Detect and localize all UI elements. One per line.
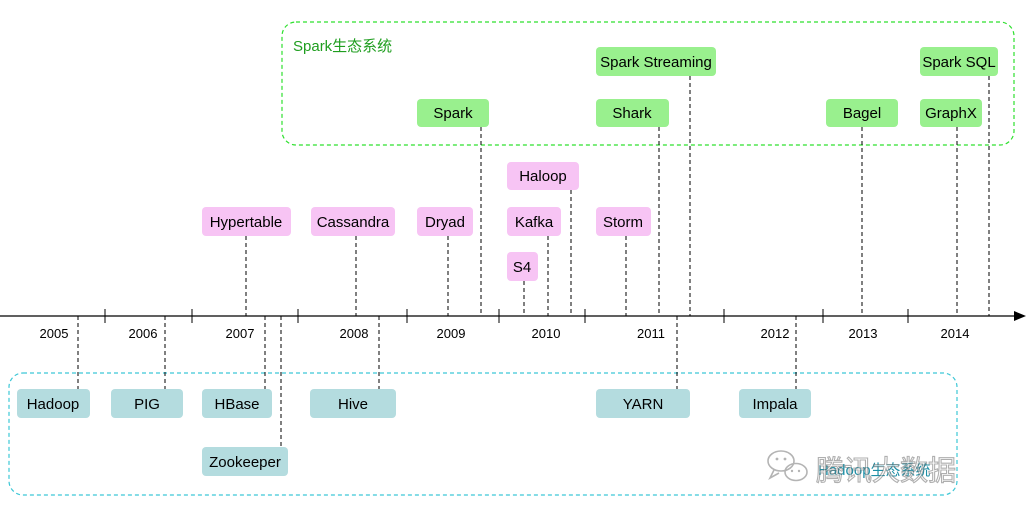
project-label: Shark [612,105,652,122]
project-shark: Shark [596,99,669,127]
project-box [310,389,396,418]
hadoop-projects: Hadoop PIG HBase Hive Zookeeper YARN Imp… [17,389,811,476]
project-spark-streaming: Spark Streaming [596,47,716,76]
project-label: Zookeeper [209,454,281,471]
project-label: Bagel [843,105,881,122]
project-storm: Storm [596,207,651,236]
chat-bubble-icon [767,450,808,482]
spark-ecosystem-label: Spark生态系统 [293,38,392,55]
project-box [596,207,651,236]
project-box [417,99,489,127]
project-box [920,47,998,76]
project-box [111,389,183,418]
watermark: 腾讯大数据 [767,450,957,487]
hadoop-ecosystem-frame [8,372,958,496]
year-label-2012: 2012 [761,326,790,341]
hadoop-ecosystem-label: Hadoop生态系统 [818,462,931,479]
year-label-2010: 2010 [532,326,561,341]
project-s4: S4 [507,252,538,281]
year-labels: 2005 2006 2007 2008 2009 2010 2011 2012 … [40,326,970,341]
project-dryad: Dryad [417,207,473,236]
project-spark-sql: Spark SQL [920,47,998,76]
project-box [507,162,579,190]
project-label: Cassandra [317,214,390,231]
project-label: S4 [513,259,531,276]
project-label: Spark SQL [922,54,995,71]
project-box [507,252,538,281]
project-label: Impala [752,396,798,413]
axis-ticks [104,309,909,323]
project-box [596,389,690,418]
project-impala: Impala [739,389,811,418]
project-box [17,389,90,418]
project-haloop: Haloop [507,162,579,190]
year-label-2008: 2008 [340,326,369,341]
project-yarn: YARN [596,389,690,418]
year-label-2013: 2013 [849,326,878,341]
project-box [202,447,288,476]
project-box [596,99,669,127]
project-kafka: Kafka [507,207,561,236]
project-box [202,389,272,418]
year-label-2005: 2005 [40,326,69,341]
project-hbase: HBase [202,389,272,418]
project-box [826,99,898,127]
other-projects: Hypertable Cassandra Dryad Haloop Kafka … [202,162,651,281]
year-label-2014: 2014 [941,326,970,341]
year-label-2007: 2007 [226,326,255,341]
project-label: HBase [214,396,259,413]
project-label: Spark [433,105,473,122]
project-box [739,389,811,418]
project-box [596,47,716,76]
project-bagel: Bagel [826,99,898,127]
project-hive: Hive [310,389,396,418]
project-label: Haloop [519,168,567,185]
project-box [507,207,561,236]
project-cassandra: Cassandra [311,207,395,236]
year-label-2011: 2011 [637,326,665,341]
project-pig: PIG [111,389,183,418]
project-box [202,207,291,236]
project-label: Spark Streaming [600,54,712,71]
project-graphx: GraphX [920,99,982,127]
project-box [920,99,982,127]
connector-lines [77,76,990,447]
project-label: GraphX [925,105,977,122]
project-spark: Spark [417,99,489,127]
project-box [417,207,473,236]
project-hadoop: Hadoop [17,389,90,418]
project-label: YARN [623,396,664,413]
project-label: Kafka [515,214,554,231]
project-label: Hive [338,396,368,413]
project-zookeeper: Zookeeper [202,447,288,476]
project-label: PIG [134,396,160,413]
project-label: Hypertable [210,214,283,231]
project-label: Hadoop [27,396,80,413]
spark-projects: Spark Spark Streaming Shark Bagel Spark … [417,47,998,127]
year-label-2006: 2006 [129,326,158,341]
watermark-text: 腾讯大数据 [816,455,956,486]
project-box [311,207,395,236]
year-label-2009: 2009 [437,326,466,341]
project-label: Storm [603,214,643,231]
spark-ecosystem-frame [281,21,1015,146]
timeline-arrow-icon [1014,311,1026,321]
project-label: Dryad [425,214,465,231]
project-hypertable: Hypertable [202,207,291,236]
